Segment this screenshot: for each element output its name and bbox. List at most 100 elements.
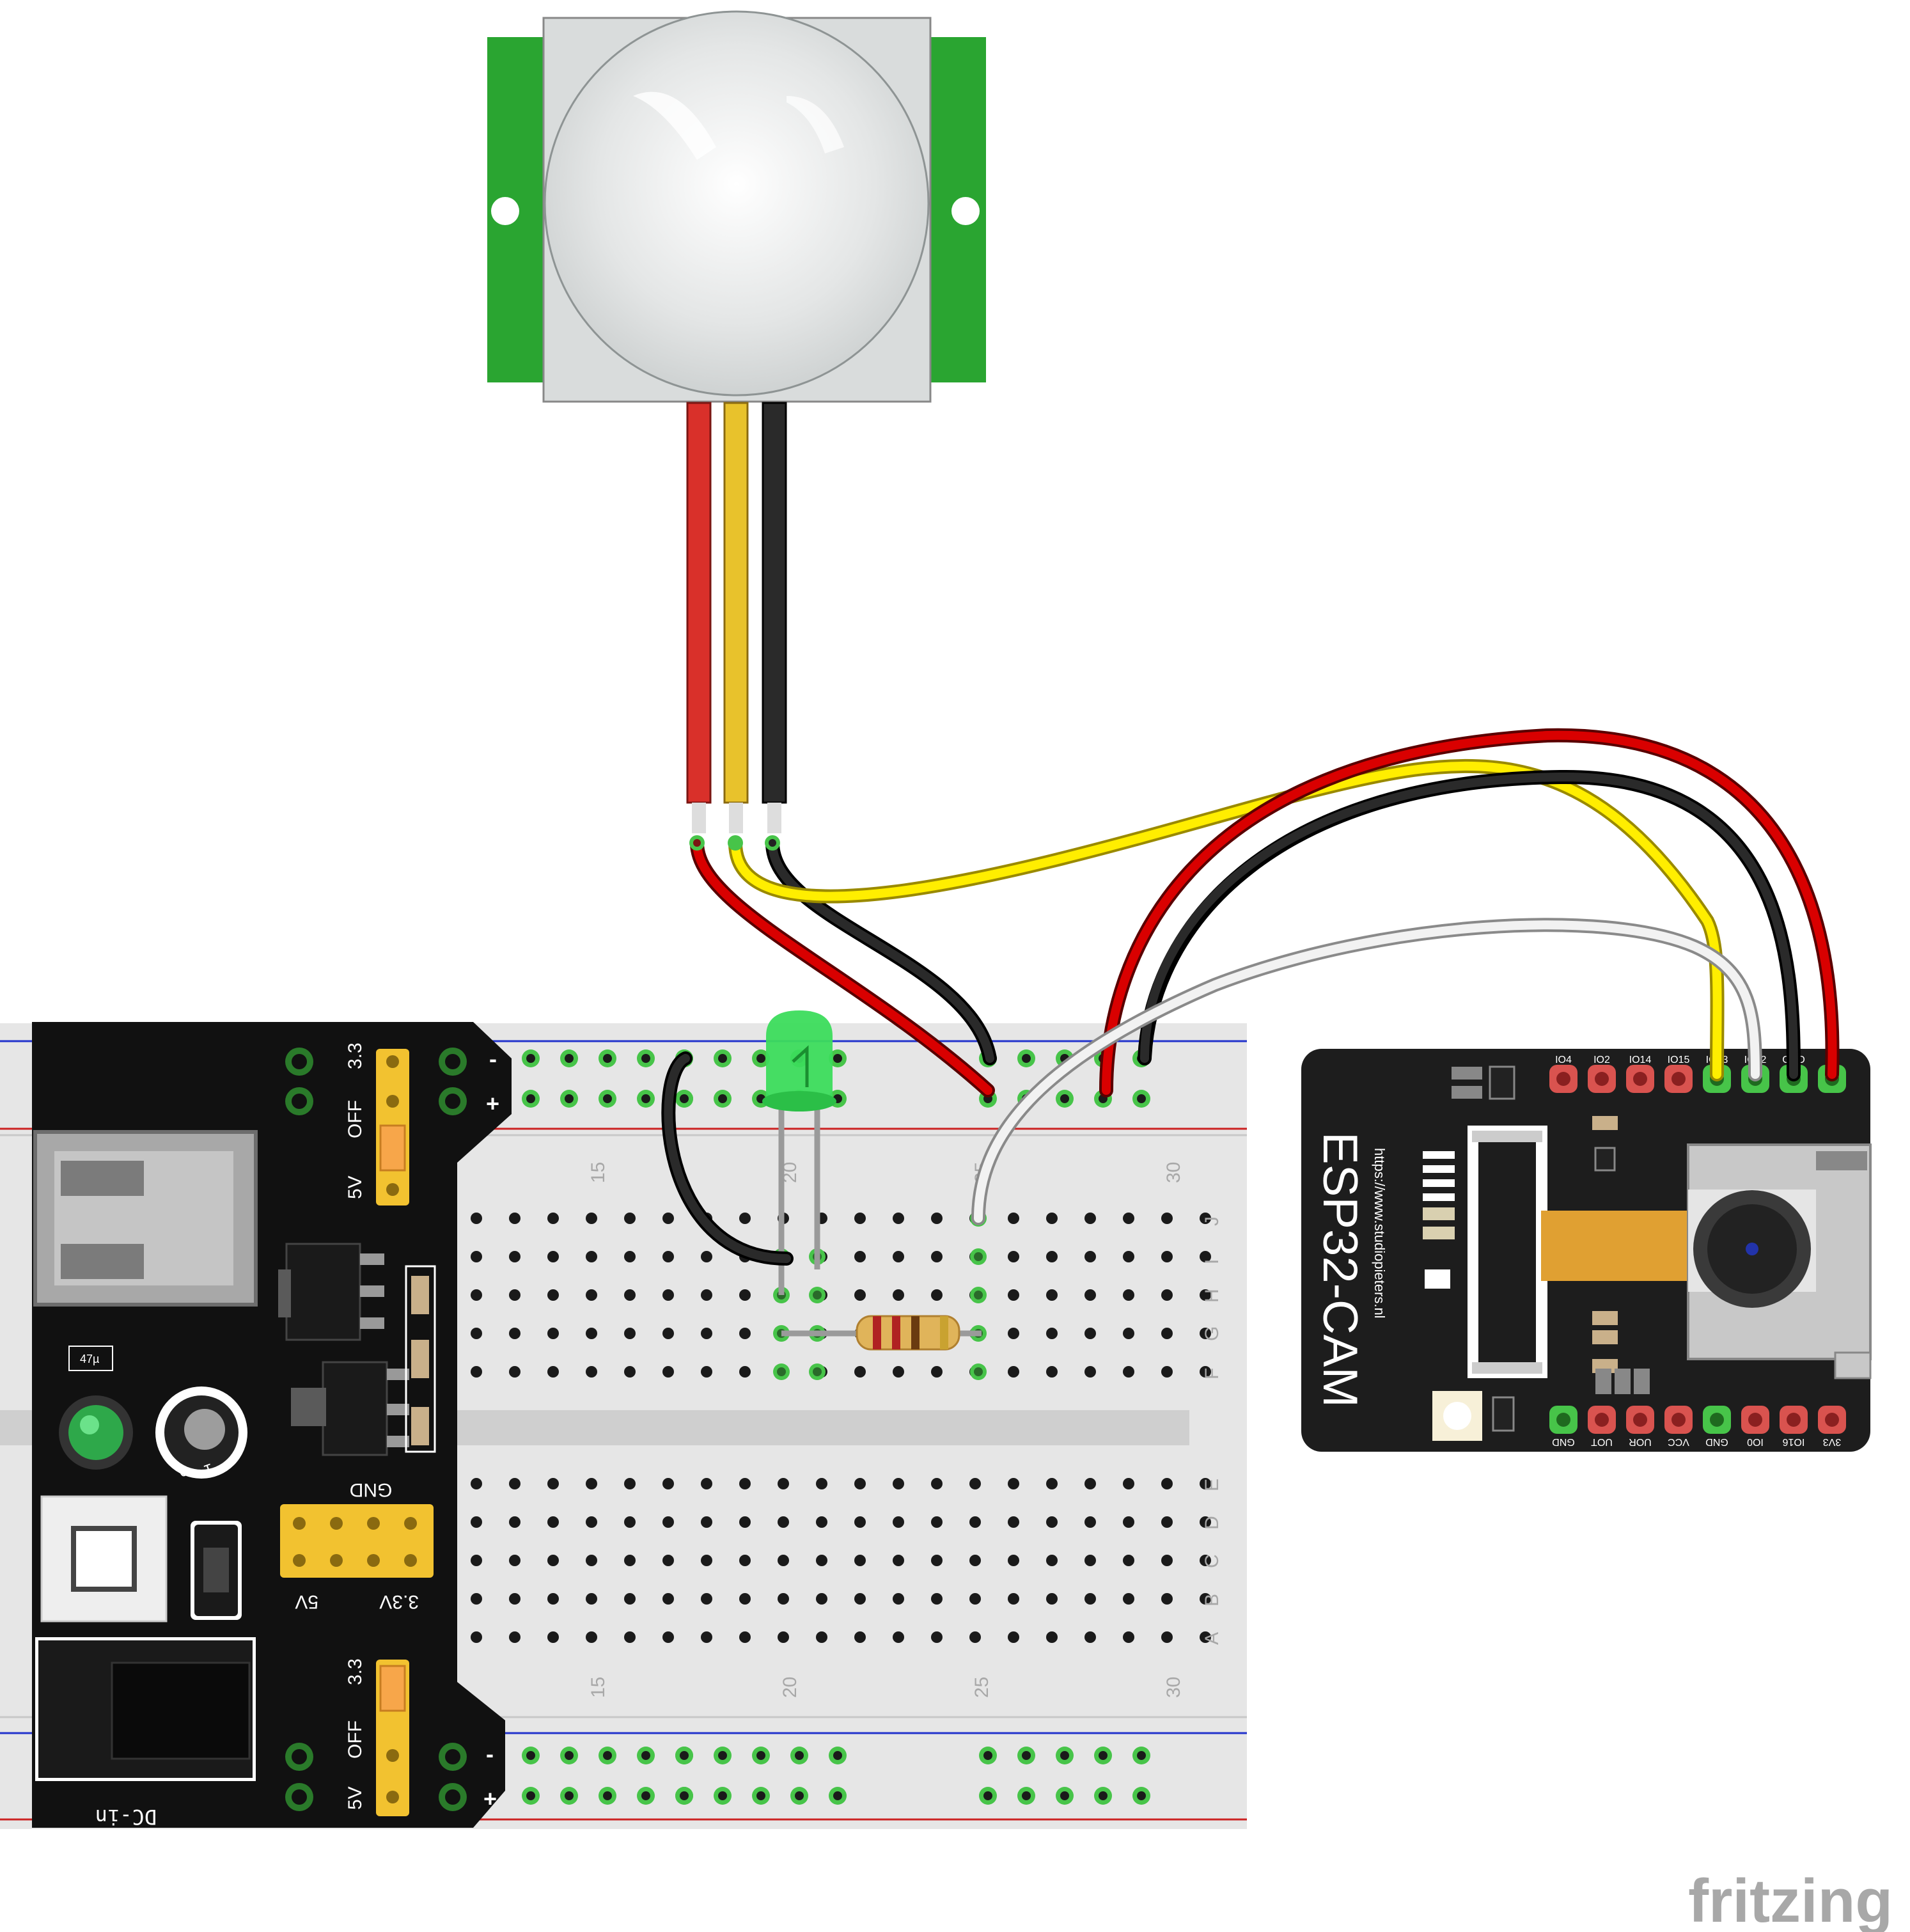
esp32-bottom-pin-label: 3V3 bbox=[1823, 1436, 1842, 1447]
column-label-top: 30 bbox=[1163, 1162, 1184, 1183]
breadboard-hole bbox=[931, 1631, 943, 1643]
breadboard-hole bbox=[662, 1366, 674, 1378]
breadboard-hole bbox=[586, 1478, 597, 1489]
breadboard-hole bbox=[547, 1328, 559, 1339]
breadboard-hole bbox=[586, 1593, 597, 1605]
wire-5v-to-esp bbox=[1102, 730, 1837, 1095]
breadboard-hole bbox=[1084, 1328, 1096, 1339]
breadboard-hole bbox=[624, 1213, 636, 1224]
breadboard-hole bbox=[739, 1366, 751, 1378]
breadboard-hole bbox=[471, 1631, 482, 1643]
breadboard-hole bbox=[1161, 1251, 1173, 1262]
row-label-bottom: C bbox=[1202, 1554, 1223, 1568]
breadboard-hole bbox=[893, 1555, 904, 1566]
breadboard-hole bbox=[1123, 1289, 1134, 1301]
breadboard-hole bbox=[739, 1328, 751, 1339]
wires bbox=[661, 728, 1840, 1266]
row-label-top: F bbox=[1202, 1368, 1223, 1379]
breadboard-hole bbox=[509, 1593, 521, 1605]
pir-pin-out bbox=[729, 803, 743, 833]
breadboard-hole bbox=[509, 1328, 521, 1339]
breadboard-hole bbox=[816, 1593, 827, 1605]
voltage-regulator-1 bbox=[278, 1243, 384, 1341]
breadboard-hole bbox=[1008, 1593, 1019, 1605]
breadboard-hole bbox=[1046, 1289, 1058, 1301]
breadboard-hole bbox=[662, 1251, 674, 1262]
rail-hole-core bbox=[718, 1094, 727, 1103]
rail-hole-core bbox=[1060, 1791, 1069, 1800]
breadboard-hole bbox=[547, 1289, 559, 1301]
breadboard-hole bbox=[1200, 1328, 1211, 1339]
breadboard-hole bbox=[854, 1251, 866, 1262]
breadboard-hole bbox=[816, 1555, 827, 1566]
wire-pir-vcc bbox=[693, 838, 992, 1095]
capacitor-label: 47µ bbox=[80, 1353, 99, 1365]
breadboard-hole bbox=[1084, 1213, 1096, 1224]
breadboard-hole bbox=[969, 1555, 981, 1566]
resistor-band-2 bbox=[892, 1316, 900, 1349]
rail-hole-core bbox=[1022, 1751, 1031, 1760]
breadboard-hole bbox=[1123, 1516, 1134, 1528]
breadboard-hole bbox=[1123, 1478, 1134, 1489]
breadboard-hole bbox=[1123, 1251, 1134, 1262]
esp32-camera-module bbox=[1688, 1190, 1816, 1308]
rail-hole-core bbox=[526, 1054, 535, 1063]
smd-resistor-column bbox=[405, 1265, 436, 1453]
pir-sensor bbox=[487, 10, 986, 833]
breadboard-hole bbox=[509, 1213, 521, 1224]
resistor bbox=[781, 1315, 982, 1351]
breadboard-hole bbox=[1200, 1631, 1211, 1643]
dc-in-label: DC-in bbox=[95, 1805, 157, 1829]
rail-hole-core bbox=[1099, 1751, 1108, 1760]
gnd-header-pin bbox=[367, 1517, 380, 1530]
rail-hole-core bbox=[603, 1751, 612, 1760]
wire-pir-gnd bbox=[768, 838, 994, 1063]
esp32-bottom-pin-label: GND bbox=[1705, 1436, 1728, 1447]
breadboard-hole bbox=[739, 1516, 751, 1528]
wire-led-gnd bbox=[664, 1054, 791, 1263]
breadboard-hole bbox=[547, 1213, 559, 1224]
breadboard-hole bbox=[624, 1631, 636, 1643]
column-label-top: 15 bbox=[588, 1162, 609, 1183]
row-label-bottom: B bbox=[1202, 1594, 1223, 1606]
breadboard-hole bbox=[893, 1289, 904, 1301]
breadboard-hole bbox=[1123, 1366, 1134, 1378]
esp32-reset-button[interactable] bbox=[1492, 1396, 1515, 1432]
row-label-top: I bbox=[1202, 1259, 1223, 1264]
rail-hole-core bbox=[983, 1791, 992, 1800]
rail-pins-top-left bbox=[285, 1048, 313, 1115]
power-led bbox=[59, 1395, 133, 1470]
breadboard-hole bbox=[1008, 1328, 1019, 1339]
breadboard-hole bbox=[1084, 1593, 1096, 1605]
push-button[interactable] bbox=[40, 1495, 168, 1622]
column-label-bottom: 15 bbox=[588, 1677, 609, 1698]
esp32-bottom-pin-hole bbox=[1556, 1413, 1570, 1427]
jumper-bottom bbox=[376, 1660, 409, 1816]
esp32-title: ESP32-CAM bbox=[1313, 1132, 1367, 1408]
pir-pin-gnd bbox=[767, 803, 781, 833]
power-switch[interactable]: 1 0 bbox=[155, 1386, 247, 1480]
pir-lead-gnd bbox=[762, 402, 787, 804]
breadboard-hole bbox=[547, 1516, 559, 1528]
breadboard-hole bbox=[739, 1478, 751, 1489]
breadboard-hole bbox=[816, 1631, 827, 1643]
breadboard-hole bbox=[854, 1593, 866, 1605]
breadboard-hole-connected-core bbox=[777, 1367, 786, 1376]
breadboard-hole bbox=[739, 1631, 751, 1643]
esp32-bottom-pin-hole bbox=[1595, 1413, 1609, 1427]
rail-hole-core bbox=[833, 1054, 842, 1063]
row-label-top: G bbox=[1202, 1326, 1223, 1341]
breadboard-hole bbox=[1161, 1555, 1173, 1566]
gnd-header-pin bbox=[293, 1554, 306, 1567]
breadboard-hole bbox=[1084, 1478, 1096, 1489]
breadboard-hole-connected-core bbox=[974, 1252, 983, 1261]
breadboard-hole bbox=[931, 1555, 943, 1566]
rail-hole-core bbox=[603, 1054, 612, 1063]
rail-hole-core bbox=[565, 1791, 574, 1800]
esp32-bottom-pin-label: VCC bbox=[1668, 1436, 1689, 1447]
breadboard-hole bbox=[509, 1631, 521, 1643]
breadboard-hole bbox=[893, 1478, 904, 1489]
breadboard-hole bbox=[1200, 1478, 1211, 1489]
